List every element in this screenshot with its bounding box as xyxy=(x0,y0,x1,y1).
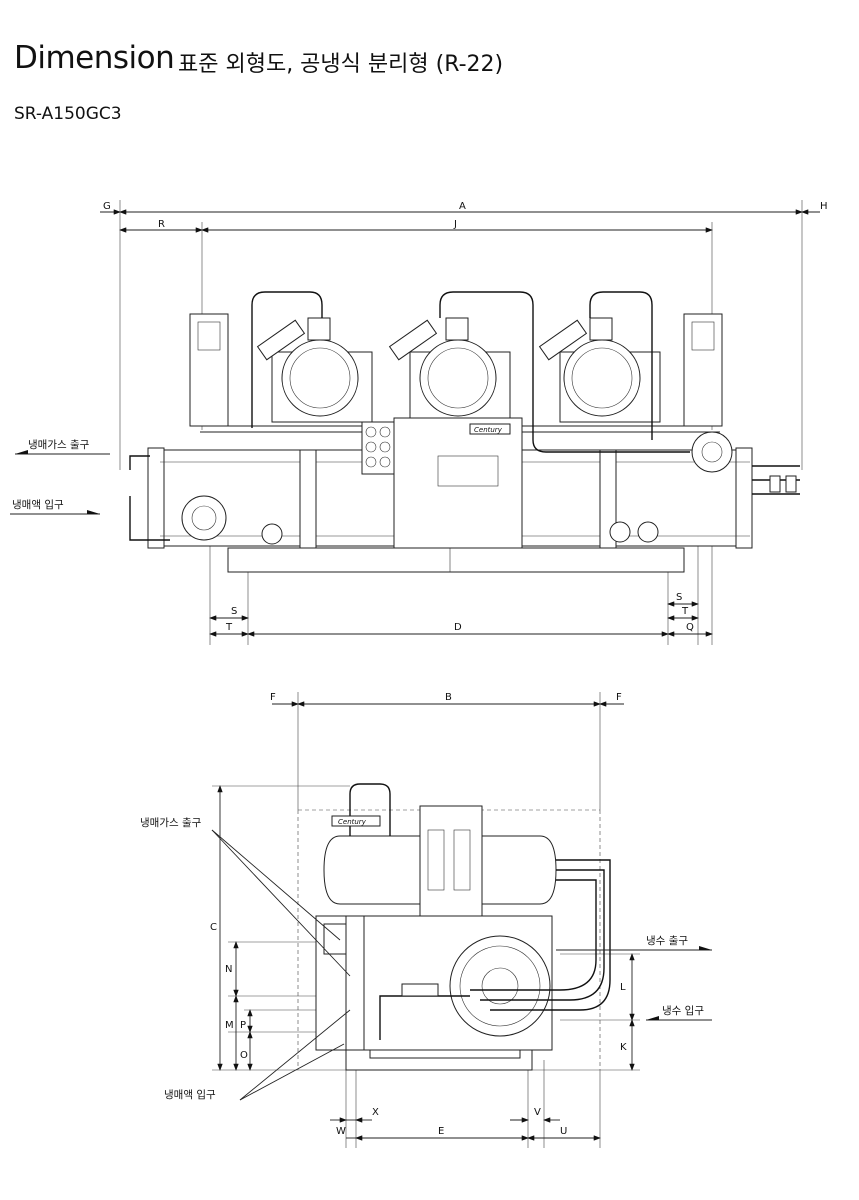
dim-E: E xyxy=(438,1126,444,1137)
dim-A: A xyxy=(459,201,466,212)
page-title: Dimension xyxy=(14,40,175,76)
dim-S-right: S xyxy=(676,592,682,603)
label-liquid-inlet-side: 냉매액 입구 xyxy=(164,1088,216,1101)
dim-S-left: S xyxy=(231,606,237,617)
dim-F-right: F xyxy=(616,692,622,703)
dim-O: O xyxy=(240,1050,248,1061)
page-subtitle: 표준 외형도, 공냉식 분리형 (R-22) xyxy=(178,52,504,77)
dim-K: K xyxy=(620,1042,627,1053)
model-code: SR-A150GC3 xyxy=(14,104,122,124)
label-gas-outlet-front: 냉매가스 출구 xyxy=(28,439,90,451)
brand-logo-front: Century xyxy=(474,426,503,434)
dim-G: G xyxy=(103,201,111,212)
dim-N: N xyxy=(225,964,232,975)
dim-W: W xyxy=(336,1126,346,1137)
label-water-inlet: 냉수 입구 xyxy=(662,1004,704,1017)
dim-F-left: F xyxy=(270,692,276,703)
side-view: F B F C N M P O L K xyxy=(140,692,712,1148)
dim-J: J xyxy=(453,219,457,230)
dim-H: H xyxy=(820,201,828,212)
dim-T-right: T xyxy=(681,606,689,617)
dim-M: M xyxy=(225,1020,234,1031)
dim-D: D xyxy=(454,622,462,633)
control-box-right xyxy=(683,313,723,427)
dim-C: C xyxy=(210,922,217,933)
dim-R: R xyxy=(158,219,165,230)
front-view: A G H R J S T D S T Q xyxy=(10,200,828,645)
dim-Q: Q xyxy=(686,622,694,633)
dim-V: V xyxy=(534,1107,541,1118)
label-gas-outlet-side: 냉매가스 출구 xyxy=(140,817,202,829)
label-water-outlet: 냉수 출구 xyxy=(646,935,688,947)
dim-X: X xyxy=(372,1107,379,1118)
control-panel xyxy=(393,417,523,549)
dim-B: B xyxy=(445,692,452,703)
compressor-2 xyxy=(388,317,511,423)
base-skid xyxy=(227,547,685,573)
compressor-1 xyxy=(256,317,373,423)
dim-L: L xyxy=(620,982,626,993)
control-box-left xyxy=(189,313,229,427)
brand-logo-side: Century xyxy=(338,818,367,826)
dim-U: U xyxy=(560,1126,567,1137)
side-water-box xyxy=(449,935,551,1037)
dim-P: P xyxy=(240,1020,246,1031)
compressor-3 xyxy=(538,317,661,423)
label-liquid-inlet-front: 냉매액 입구 xyxy=(12,498,64,511)
side-compressor xyxy=(419,805,483,917)
dim-T-left: T xyxy=(225,622,233,633)
flange-left xyxy=(181,495,227,541)
flange-right xyxy=(691,431,733,473)
